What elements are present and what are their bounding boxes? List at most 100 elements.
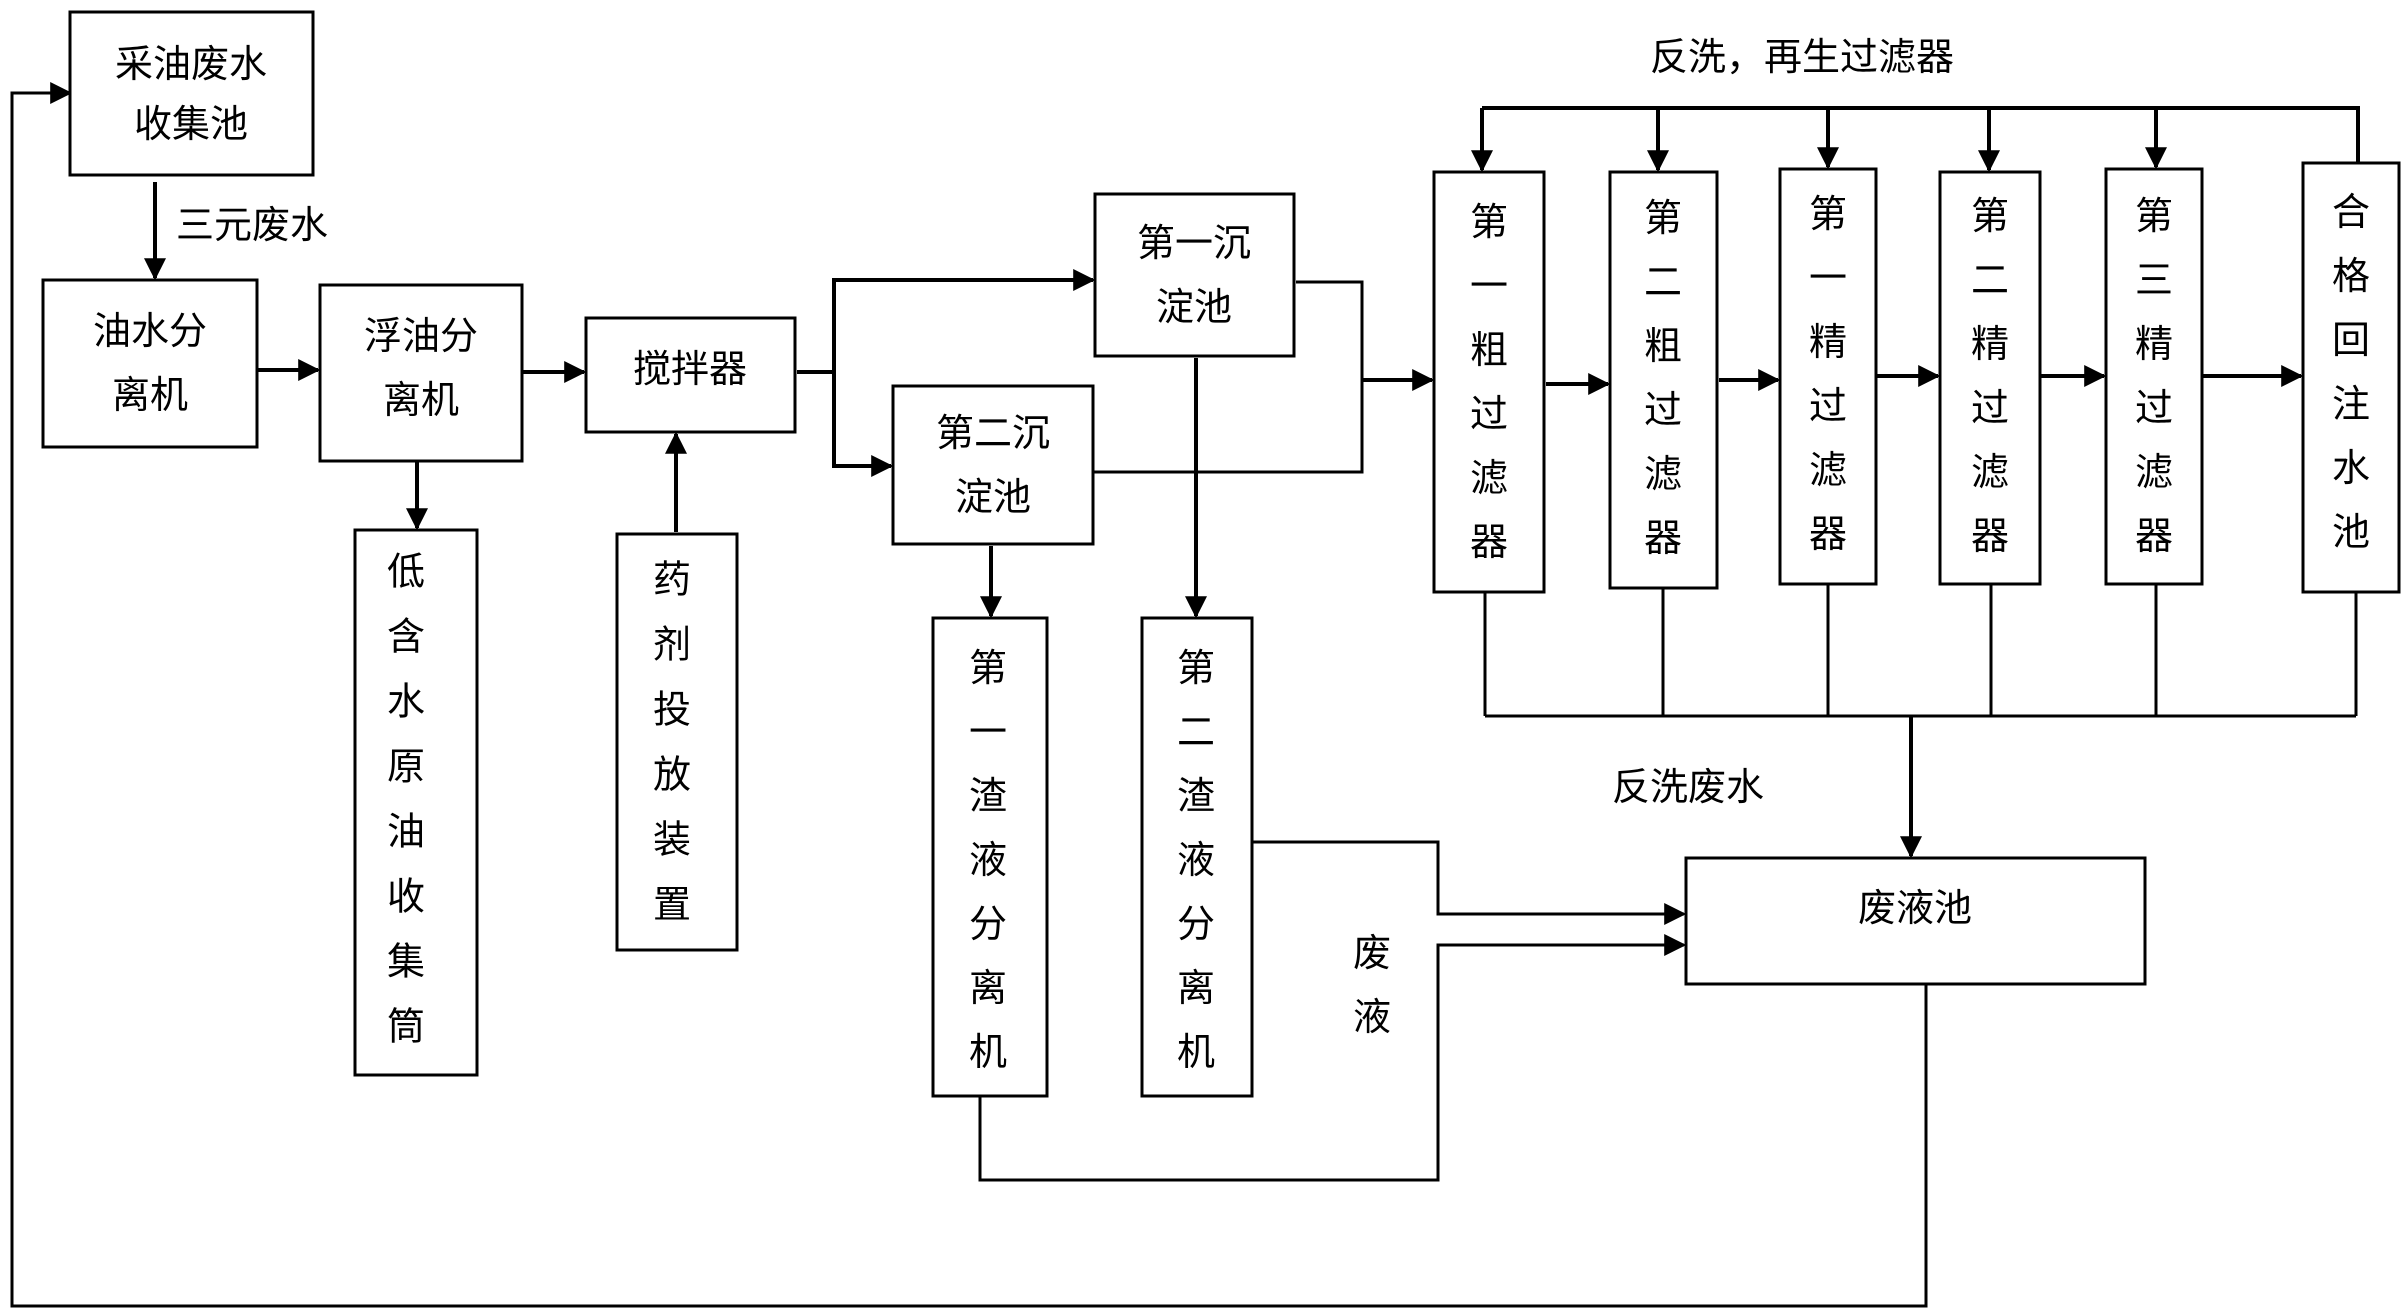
label-line: 置: [653, 883, 691, 927]
label-line: 池: [2332, 510, 2370, 554]
label-line: 三: [2135, 258, 2173, 302]
label-line: 一: [1809, 256, 1847, 300]
line-backwash-top: [1482, 106, 2360, 163]
label-line: 水: [2332, 446, 2370, 490]
label-line: 器: [1470, 520, 1508, 564]
label-line: 器: [1644, 516, 1682, 560]
label-line: 第一沉: [1137, 221, 1251, 265]
label-line: 淀池: [1156, 285, 1232, 329]
line-settling-1-out: [1296, 280, 1364, 380]
mixer-label: 搅拌器: [633, 347, 747, 391]
label-line: 剂: [653, 623, 691, 667]
label-line: 器: [1809, 512, 1847, 556]
label-line: 精: [1971, 322, 2009, 366]
label-line: 滤: [1470, 456, 1508, 500]
label-line: 放: [653, 753, 691, 797]
label-line: 废液池: [1858, 886, 1972, 930]
label-line: 合: [2332, 190, 2370, 234]
label-line: 器: [2135, 514, 2173, 558]
label-line: 第: [1177, 646, 1215, 690]
label-line: 第: [1809, 192, 1847, 236]
label-line: 废: [1353, 931, 1391, 975]
label-line: 装: [653, 818, 691, 862]
label-line: 过: [1644, 388, 1682, 432]
label-line: 注: [2332, 382, 2370, 426]
arrow-slag-1-to-waste: [978, 934, 1687, 1182]
label-line: 原: [387, 745, 425, 789]
label-line: 油水分: [93, 309, 207, 353]
annotation-labels: 三元废水 反洗，再生过滤器 反洗废水 废液: [176, 35, 1954, 1039]
waste-pool-label: 废液池: [1858, 886, 1972, 930]
label-line: 药: [653, 558, 691, 602]
arrow-mixer-to-settling-1: [832, 269, 1096, 372]
label-line: 收: [387, 875, 425, 919]
label-line: 一: [1470, 264, 1508, 308]
arrow-slag-2-to-waste: [1250, 840, 1687, 925]
label-line: 过: [1971, 386, 2009, 430]
waste-liquid-label: 废液: [1353, 931, 1391, 1039]
label-line: 一: [969, 710, 1007, 754]
label-line: 液: [1353, 995, 1391, 1039]
label-line: 收集池: [134, 102, 248, 146]
label-line: 离: [1177, 966, 1215, 1010]
label-line: 过: [1470, 392, 1508, 436]
label-line: 离机: [383, 378, 459, 422]
label-line: 滤: [1809, 448, 1847, 492]
label-line: 机: [969, 1030, 1007, 1074]
label-line: 液: [969, 838, 1007, 882]
label-line: 浮油分: [364, 314, 478, 358]
mixer-box: 搅拌器: [584, 316, 797, 434]
label-line: 回: [2332, 318, 2370, 362]
label-line: 第: [969, 646, 1007, 690]
arrow-mixer-to-settling-2: [832, 372, 894, 477]
flow-connectors: [10, 82, 2360, 1308]
label-line: 第: [1644, 196, 1682, 240]
label-line: 滤: [1971, 450, 2009, 494]
label-line: 离机: [112, 373, 188, 417]
label-line: 精: [1809, 320, 1847, 364]
label-line: 精: [2135, 322, 2173, 366]
label-line: 搅拌器: [633, 347, 747, 391]
label-line: 二: [1177, 710, 1215, 754]
label-line: 渣: [1177, 774, 1215, 818]
label-line: 筒: [387, 1005, 425, 1049]
label-line: 器: [1971, 514, 2009, 558]
label-line: 二: [1644, 260, 1682, 304]
label-line: 投: [653, 688, 691, 732]
line-settling-2-out: [1093, 380, 1364, 474]
backwash-wastewater-label: 反洗废水: [1612, 765, 1764, 809]
label-line: 过: [2135, 386, 2173, 430]
label-line: 第: [2135, 194, 2173, 238]
label-line: 集: [387, 940, 425, 984]
label-line: 滤: [1644, 452, 1682, 496]
label-line: 粗: [1470, 328, 1508, 372]
label-line: 滤: [2135, 450, 2173, 494]
label-line: 水: [387, 680, 425, 724]
label-line: 分: [969, 902, 1007, 946]
label-line: 第二沉: [936, 411, 1050, 455]
label-line: 采油废水: [115, 42, 267, 86]
